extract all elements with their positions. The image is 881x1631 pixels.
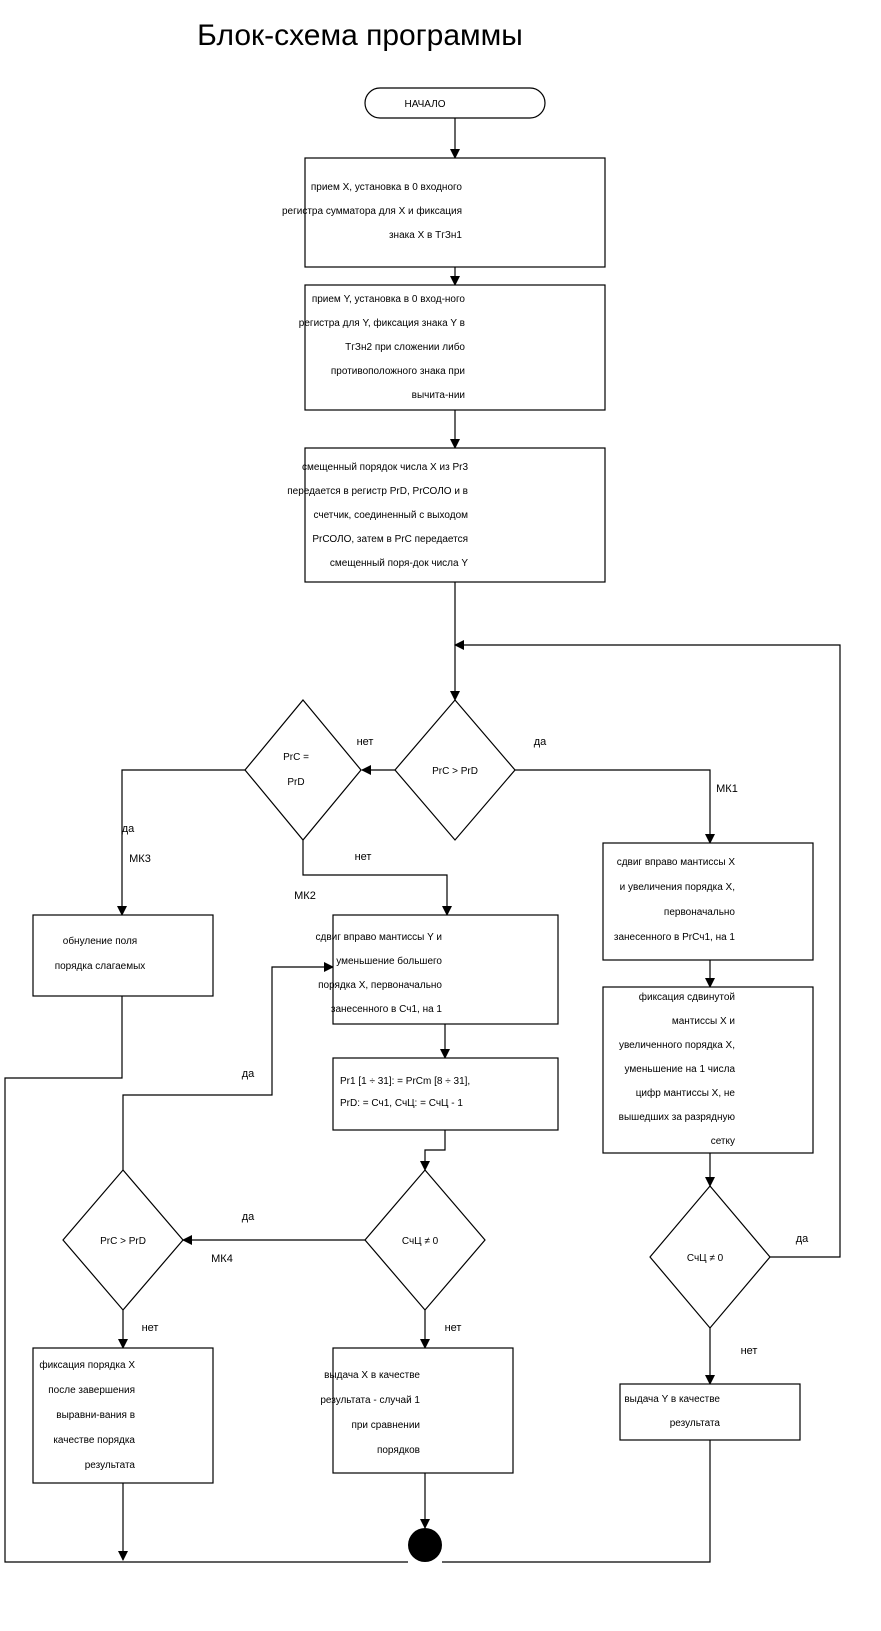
box-shift-exponent-text-line: смещенный порядок числа X из Pr3 [302, 462, 468, 473]
box-left-result-text-line: после завершения [48, 1385, 135, 1396]
box-assign [332, 1057, 559, 1131]
box-receive-y-text-line: противоположного знака при [331, 366, 465, 377]
box-mk1-shift-x-text-line: и увеличения порядка X, [620, 882, 735, 893]
branch-label-yes: да [242, 1211, 255, 1223]
start-label: НАЧАЛО [404, 99, 445, 110]
marker-label-mk2: МК2 [294, 890, 316, 902]
box-mk2-shift-y-text-line: занесенного в Сч1, на 1 [331, 1004, 443, 1015]
box-left-result-text-line: результата [85, 1460, 136, 1471]
decision-prc-eq-prd [244, 699, 362, 841]
box-receive-y-text-line: ТгЗн2 при сложении либо [345, 341, 465, 353]
box-mk3-zero-field-text-line: обнуление поля [63, 935, 137, 947]
box-shift-exponent-text-line: счетчик, соединенный с выходом [313, 510, 468, 521]
decision-counter-nonzero-right-label: СчЦ ≠ 0 [687, 1253, 724, 1264]
connector-line [117, 769, 245, 916]
box-mk2-shift-y [332, 914, 559, 1025]
end-terminator [408, 1528, 442, 1562]
box-left-result [32, 1347, 214, 1484]
box-mk1-shift-x-text-line: первоначально [664, 907, 736, 918]
decision-counter-nonzero-label: СчЦ ≠ 0 [402, 1236, 439, 1247]
decision-prc-eq-prd-label: PrC = [283, 752, 309, 763]
connector-line [4, 996, 408, 1563]
decision-prc-gt-prd-label: PrC > PrD [432, 766, 478, 777]
connector-line [515, 769, 715, 844]
box-receive-x-text-line: прием X, установка в 0 входного [311, 182, 463, 193]
box-fix-shifted-text-line: мантиссы X и [672, 1016, 735, 1027]
connector-line [454, 640, 841, 1258]
box-fix-shifted-text-line: фиксация сдвинутой [639, 991, 735, 1003]
decision-prc-eq-prd-label: PrD [287, 777, 304, 788]
box-fix-shifted-text-line: увеличенного порядка X, [619, 1040, 735, 1051]
box-receive-x-text-line: регистра сумматора для X и фиксация [282, 205, 462, 217]
box-center-result-text-line: результата - случай 1 [320, 1395, 420, 1406]
branch-label-yes: да [122, 823, 135, 835]
box-receive-y-text-line: регистра для Y, фиксация знака Y в [299, 317, 465, 329]
box-mk1-shift-x-text-line: занесенного в PrСч1, на 1 [614, 932, 736, 943]
box-fix-shifted-text-line: сетку [711, 1136, 735, 1147]
decision-prc-gt-prd-left-label: PrC > PrD [100, 1236, 146, 1247]
box-center-result-text-line: выдача X в качестве [324, 1370, 420, 1381]
branch-label-yes: да [534, 736, 547, 748]
box-left-result-text-line: качестве порядка [53, 1435, 135, 1446]
box-mk2-shift-y-text-line: уменьшение большего [336, 955, 442, 967]
branch-label-yes: да [242, 1068, 255, 1080]
marker-label-mk4: МК4 [211, 1253, 233, 1265]
box-mk2-shift-y-text-line: порядка X, первоначально [318, 980, 442, 991]
box-mk2-shift-y-text-line: сдвиг вправо мантиссы Y и [316, 932, 443, 943]
box-fix-shifted-text-line: вышедших за разрядную [619, 1112, 736, 1123]
branch-label-no: нет [357, 736, 374, 748]
branch-label-no: нет [445, 1322, 462, 1334]
box-receive-y-text-line: вычита-нии [412, 390, 465, 401]
box-center-result-text-line: при сравнении [351, 1420, 420, 1431]
box-mk3-zero-field [32, 914, 214, 997]
box-fix-shifted-text-line: цифр мантиссы X, не [636, 1087, 736, 1099]
box-receive-y-text-line: прием Y, установка в 0 вход-ного [312, 294, 466, 305]
branch-label-no: нет [741, 1345, 758, 1357]
start-terminator [364, 87, 546, 119]
nodes: прием X, установка в 0 входного регистра … [32, 157, 814, 1484]
connectors [4, 118, 841, 1563]
box-right-result-text-line: результата [670, 1418, 721, 1429]
marker-label-mk1: МК1 [716, 783, 738, 795]
box-fix-shifted [602, 986, 814, 1154]
box-center-result-text-line: порядков [377, 1445, 420, 1456]
box-receive-y [304, 284, 606, 411]
box-shift-exponent-text-line: передается в регистр PrD, PrСОЛО и в [287, 486, 468, 497]
diagram-title: Блок-схема программы [197, 19, 523, 52]
box-receive-x-text-line: знака X в ТгЗн1 [389, 230, 462, 241]
connector-line [420, 1130, 446, 1171]
connector-line [122, 962, 334, 1170]
box-left-result-text-line: фиксация порядка X [39, 1359, 135, 1371]
branch-label-no: нет [142, 1322, 159, 1334]
branch-label-yes: да [796, 1233, 809, 1245]
box-shift-exponent-text-line: смещенный поря-док числа Y [330, 558, 468, 569]
decision-counter-nonzero-center [364, 1169, 486, 1311]
box-assign-text-line: PrD: = Сч1, СчЦ: = СчЦ - 1 [340, 1098, 463, 1109]
decision-counter-nonzero-right [649, 1185, 771, 1329]
connector-line [442, 1440, 711, 1563]
box-assign-text-line: Pr1 [1 ÷ 31]: = PrCm [8 ÷ 31], [340, 1076, 470, 1087]
decision-prc-gt-prd [394, 699, 516, 841]
box-mk1-shift-x-text-line: сдвиг вправо мантиссы X [617, 857, 736, 868]
box-center-result [332, 1347, 514, 1474]
connector-line [302, 840, 452, 916]
marker-label-mk3: МК3 [129, 853, 151, 865]
box-fix-shifted-text-line: уменьшение на 1 числа [625, 1064, 736, 1075]
box-mk1-shift-x [602, 842, 814, 961]
branch-label-no: нет [355, 851, 372, 863]
box-shift-exponent [304, 447, 606, 583]
box-right-result-text-line: выдача Y в качестве [624, 1394, 720, 1405]
box-receive-x [304, 157, 606, 268]
decision-prc-gt-prd-left [62, 1169, 184, 1311]
box-mk3-zero-field-text-line: порядка слагаемых [55, 961, 146, 972]
box-shift-exponent-text-line: PrСОЛО, затем в PrC передается [312, 534, 468, 545]
box-left-result-text-line: выравни-вания в [56, 1410, 135, 1421]
box-right-result [619, 1383, 801, 1441]
